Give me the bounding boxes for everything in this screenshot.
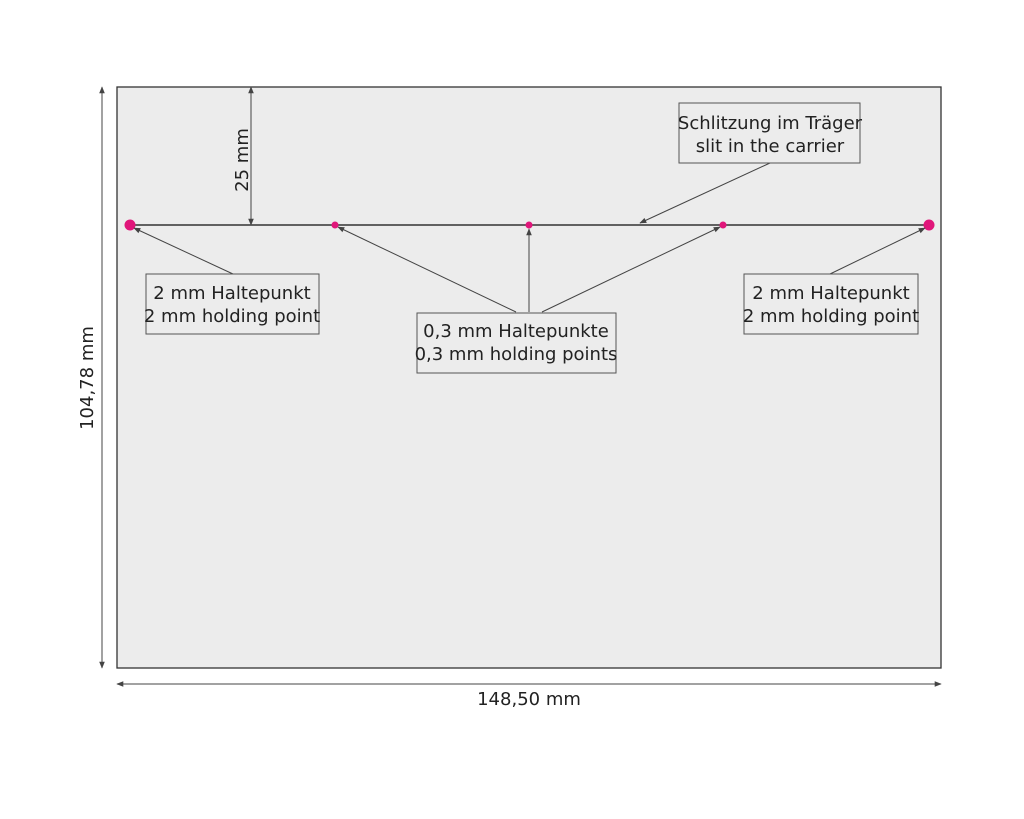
carrier-sheet: [116, 86, 942, 669]
slit-offset-label: 25 mm: [232, 128, 253, 192]
holding-point-large-right: [923, 219, 935, 231]
left-point-label-box: [145, 273, 320, 335]
holding-point-small-2: [525, 221, 533, 229]
small-points-label-box: [416, 312, 617, 374]
right-point-label-box: [743, 273, 919, 335]
left-point-label-en: 2 mm holding point: [144, 306, 320, 327]
right-point-callout-arrow: [829, 227, 926, 275]
right-point-label-en: 2 mm holding point: [743, 306, 919, 327]
slit-label-de: Schlitzung im Träger: [678, 113, 863, 134]
slit-callout-arrow: [639, 162, 771, 224]
small-point-arrow-3: [541, 226, 721, 313]
slit-label-box: [678, 102, 861, 164]
right-point-label-de: 2 mm Haltepunkt: [752, 283, 909, 304]
holding-point-small-1: [331, 221, 339, 229]
holding-point-large-left: [124, 219, 136, 231]
left-point-label-de: 2 mm Haltepunkt: [153, 283, 310, 304]
small-points-label-en: 0,3 mm holding points: [415, 344, 618, 365]
left-point-callout-arrow: [133, 227, 234, 275]
holding-point-small-3: [719, 221, 727, 229]
slit-label-en: slit in the carrier: [696, 136, 845, 157]
height-dimension-label: 104,78 mm: [77, 326, 98, 430]
width-dimension-label: 148,50 mm: [477, 689, 581, 710]
small-point-arrow-1: [337, 226, 517, 313]
small-points-label-de: 0,3 mm Haltepunkte: [423, 321, 609, 342]
